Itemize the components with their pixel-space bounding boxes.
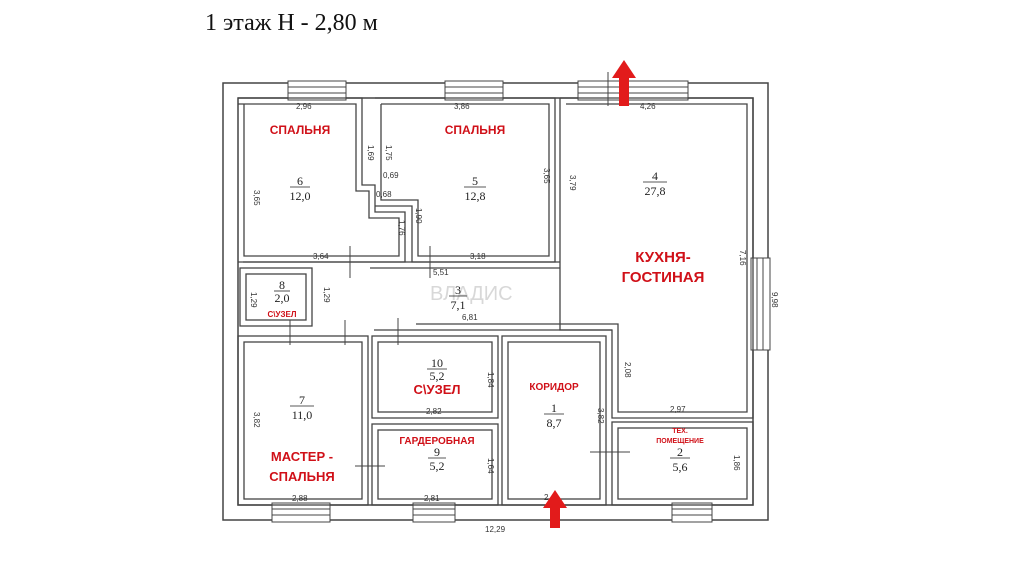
room-label: ГАРДЕРОБНАЯ [399, 436, 474, 447]
room-area: 5,2 [430, 459, 445, 473]
dim-label: 2,96 [296, 102, 312, 111]
room-number: 4 [652, 169, 658, 183]
room-number: 7 [299, 393, 305, 407]
room-3: 3 7,1 [449, 283, 467, 312]
entry-arrow-top [612, 60, 636, 106]
dim-label: 4,26 [640, 102, 656, 111]
room-area: 5,6 [673, 460, 688, 474]
dim-label: 1,29 [322, 287, 331, 303]
dim-label: 0,68 [376, 190, 392, 199]
room-number: 6 [297, 174, 303, 188]
dim-label: 1,76 [397, 220, 406, 236]
room-area: 7,1 [451, 298, 466, 312]
room-8: 8 2,0 С\УЗЕЛ [268, 278, 297, 319]
room-label-line2: ПОМЕЩЕНИЕ [656, 438, 704, 445]
dim-label: 2,81 [424, 494, 440, 503]
room-label: С\УЗЕЛ [413, 382, 460, 397]
room-label: СПАЛЬНЯ [445, 123, 505, 137]
dim-label: 3,82 [252, 412, 261, 428]
room-7: 7 11,0 МАСТЕР - СПАЛЬНЯ [269, 393, 334, 484]
dim-label: 0,69 [383, 171, 399, 180]
dim-label: 1,90 [414, 208, 423, 224]
windows [271, 80, 771, 523]
room-label-line2: СПАЛЬНЯ [269, 469, 334, 484]
dim-label: 9,98 [770, 292, 779, 308]
dim-label: 1,75 [384, 145, 393, 161]
watermark: ВЛАДИС [430, 283, 513, 305]
dim-label: 5,51 [433, 268, 449, 277]
dim-label: 1,84 [486, 372, 495, 388]
dim-label: 3,65 [252, 190, 261, 206]
dim-label: 1,86 [732, 455, 741, 471]
dim-label: 2,08 [623, 362, 632, 378]
room-2: ТЕХ. ПОМЕЩЕНИЕ 2 5,6 [656, 428, 704, 474]
dim-label: 3,79 [568, 175, 577, 191]
room-number: 5 [472, 174, 478, 188]
door-marks [289, 72, 630, 467]
room-10: 10 5,2 С\УЗЕЛ [413, 356, 460, 397]
dim-label: 2 [544, 493, 549, 502]
room-number: 9 [434, 445, 440, 459]
room-number: 2 [677, 445, 683, 459]
room-1: КОРИДОР 1 8,7 [529, 382, 579, 430]
room-5: СПАЛЬНЯ 5 12,8 [445, 123, 505, 203]
room-label: С\УЗЕЛ [268, 310, 297, 319]
entry-arrow-bottom [543, 490, 567, 528]
room-label: СПАЛЬНЯ [270, 123, 330, 137]
room-area: 12,0 [290, 189, 311, 203]
dimension-labels: 2,96 3,86 4,26 3,65 1,69 1,75 0,69 0,68 … [249, 102, 779, 534]
room-number: 8 [279, 278, 285, 292]
dim-label: 3,82 [596, 408, 605, 424]
dim-label: 7,16 [738, 250, 747, 266]
room-4: 4 27,8 КУХНЯ- ГОСТИНАЯ [622, 169, 705, 286]
room-label-line2: ГОСТИНАЯ [622, 269, 705, 286]
room-area: 2,0 [275, 291, 290, 305]
room-9: ГАРДЕРОБНАЯ 9 5,2 [399, 436, 474, 473]
dim-label: 3,64 [313, 252, 329, 261]
room-label-line1: КУХНЯ- [635, 249, 690, 266]
room-area: 12,8 [465, 189, 486, 203]
dim-label: 1,64 [486, 458, 495, 474]
dim-label: 12,29 [485, 525, 506, 534]
room-number: 10 [431, 356, 443, 370]
dim-label: 6,81 [462, 313, 478, 322]
room-number: 3 [455, 283, 461, 297]
room-label-line1: МАСТЕР - [271, 449, 333, 464]
dim-label: 3,65 [542, 168, 551, 184]
dim-label: 2,97 [670, 405, 686, 414]
dim-label: 1,69 [366, 145, 375, 161]
dim-label: 2,88 [292, 494, 308, 503]
dim-label: 3,86 [454, 102, 470, 111]
dim-label: 1,29 [249, 292, 258, 308]
room-label: КОРИДОР [529, 382, 579, 393]
room-area: 11,0 [292, 408, 313, 422]
interior-walls [237, 97, 754, 506]
dim-label: 2,82 [426, 407, 442, 416]
room-area: 8,7 [547, 416, 562, 430]
room-area: 27,8 [645, 184, 666, 198]
room-label-line1: ТЕХ. [672, 428, 688, 435]
room-number: 1 [551, 401, 557, 415]
dim-label: 3,18 [470, 252, 486, 261]
room-6: СПАЛЬНЯ 6 12,0 [270, 123, 330, 203]
floor-plan-title: 1 этаж Н - 2,80 м [205, 10, 378, 36]
room-area: 5,2 [430, 369, 445, 383]
